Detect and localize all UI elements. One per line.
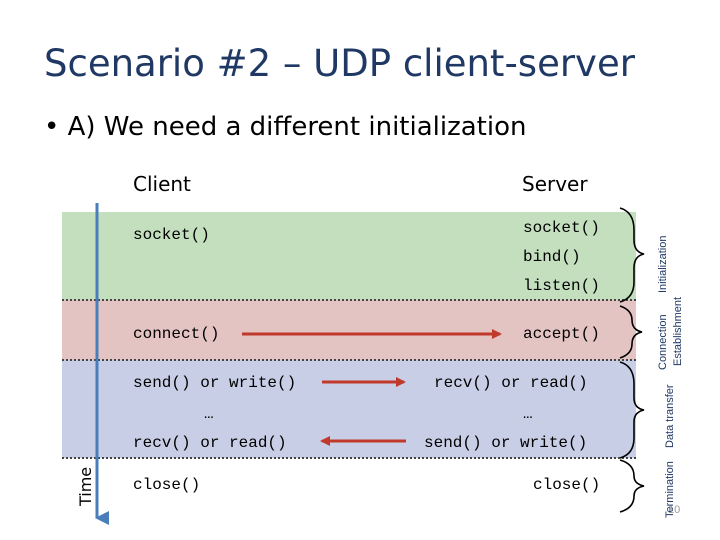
- server-accept-call: accept(): [523, 325, 600, 343]
- client-ellipsis: …: [204, 405, 214, 423]
- server-close-call: close(): [533, 476, 601, 494]
- server-bind-call: bind(): [523, 248, 581, 266]
- data-transfer-brace: [619, 361, 645, 459]
- divider-line: [62, 359, 636, 361]
- page-number: 10: [668, 504, 681, 516]
- client-socket-call: socket(): [133, 226, 210, 244]
- bullet-point: • A) We need a different initialization: [44, 112, 527, 142]
- initialization-band: [62, 212, 636, 300]
- server-socket-call: socket(): [523, 219, 600, 237]
- server-listen-call: listen(): [523, 277, 600, 295]
- initialization-label: Initialization: [657, 235, 669, 293]
- client-recv-call: recv() or read(): [133, 434, 287, 452]
- time-label: Time: [76, 466, 95, 506]
- connection-band: [62, 300, 636, 360]
- client-heading: Client: [133, 172, 191, 196]
- initialization-brace: [619, 207, 645, 303]
- server-recv-call: recv() or read(): [434, 374, 588, 392]
- termination-brace: [619, 459, 645, 513]
- connection-label-line2: Establishment: [672, 296, 684, 366]
- connection-brace: [619, 305, 643, 359]
- client-send-call: send() or write(): [133, 374, 297, 392]
- client-close-call: close(): [133, 476, 201, 494]
- data-transfer-label: Data transfer: [664, 384, 676, 448]
- connection-label-line1: Connection: [657, 314, 669, 370]
- divider-line: [62, 299, 636, 301]
- slide-title: Scenario #2 – UDP client-server: [44, 42, 635, 85]
- divider-line: [62, 457, 636, 459]
- server-heading: Server: [522, 172, 588, 196]
- client-connect-call: connect(): [133, 325, 220, 343]
- server-ellipsis: …: [523, 405, 533, 423]
- server-send-call: send() or write(): [424, 434, 588, 452]
